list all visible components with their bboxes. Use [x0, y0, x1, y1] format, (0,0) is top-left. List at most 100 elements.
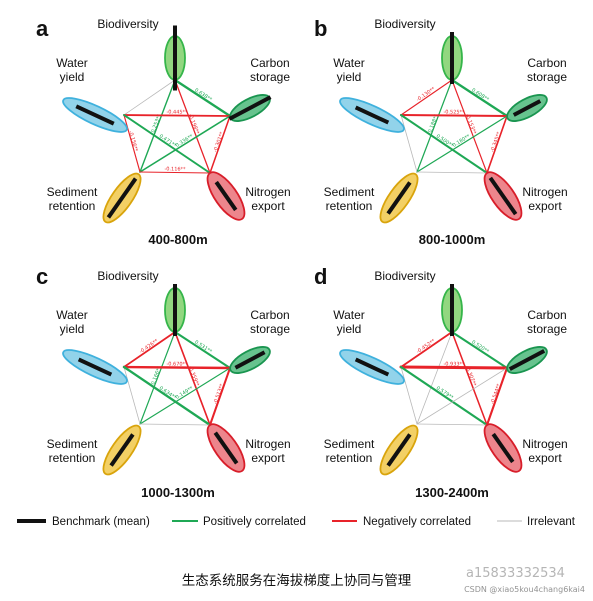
panel-a: a400-800m0.638**0.253**-0.198**-0.445**-… — [36, 16, 291, 247]
benchmark-bar — [213, 431, 239, 465]
legend: Benchmark (mean) Positively correlated N… — [17, 516, 576, 528]
figure-caption: 生态系统服务在海拔梯度上协同与管理 — [181, 573, 412, 589]
benchmark-bar — [354, 357, 390, 377]
edge-water-yield-to-carbon-storage-negative — [399, 365, 509, 370]
edge-coefficient-label: 0.180** — [452, 133, 472, 149]
edge-coefficient-label: -0.426** — [139, 338, 160, 355]
edge-carbon-storage-to-sediment-retention-positive — [139, 115, 231, 173]
benchmark-bar — [491, 432, 515, 464]
benchmark-bar — [228, 95, 272, 121]
node-biodiversity: Biodiversity — [374, 17, 463, 84]
benchmark-bar — [106, 177, 138, 219]
edge-coefficient-label: -0.130** — [416, 86, 437, 103]
edge-coefficient-label: 0.471** — [158, 133, 178, 149]
benchmark-bar — [508, 349, 546, 371]
node-biodiversity: Biodiversity — [374, 269, 463, 336]
edge-sediment-retention-to-nitrogen-export-irrelevant — [416, 171, 488, 174]
edge-biodiversity-to-carbon-storage-positive — [450, 330, 509, 370]
edge-coefficient-label: -0.670** — [166, 361, 188, 367]
legend-benchmark-label: Benchmark (mean) — [52, 516, 150, 528]
edge-biodiversity-to-sediment-retention-irrelevant — [416, 331, 453, 425]
edge-water-yield-to-sediment-retention-irrelevant — [400, 366, 418, 425]
panels-layer: a400-800m0.638**0.253**-0.198**-0.445**-… — [36, 16, 568, 500]
edge-biodiversity-to-nitrogen-export-negative — [451, 331, 488, 426]
benchmark-bar — [386, 433, 412, 467]
node-label: Biodiversity — [374, 269, 435, 283]
edge-sediment-retention-to-nitrogen-export-negative — [139, 171, 211, 174]
edge-coefficient-label: 0.336** — [175, 133, 195, 149]
edge-biodiversity-to-nitrogen-export-negative — [174, 79, 211, 174]
node-label: Biodiversity — [374, 17, 435, 31]
edge-biodiversity-to-water-yield-negative — [400, 331, 453, 368]
edge-coefficient-label: -0.345** — [490, 131, 503, 153]
edge-water-yield-to-sediment-retention-irrelevant — [400, 114, 418, 173]
legend-negative-label: Negatively correlated — [363, 516, 471, 528]
elevation-range-title: 400-800m — [148, 232, 207, 247]
edge-coefficient-label: 0.149** — [175, 385, 195, 401]
edge-sediment-retention-to-nitrogen-export-irrelevant — [416, 423, 488, 426]
benchmark-bar — [488, 176, 518, 216]
edge-water-yield-to-nitrogen-export-positive — [400, 114, 488, 174]
source-credit: CSDN @xiao5kou4chang6kai4 — [464, 585, 585, 594]
edge-carbon-storage-to-nitrogen-export-negative — [486, 115, 508, 174]
benchmark-bar — [234, 350, 266, 370]
edge-carbon-storage-to-sediment-retention-irrelevant — [416, 367, 508, 425]
edge-coefficient-label: -0.116** — [164, 166, 186, 172]
node-label: Biodiversity — [97, 17, 158, 31]
benchmark-bar — [109, 433, 135, 467]
edge-carbon-storage-to-nitrogen-export-negative — [208, 366, 232, 427]
edge-coefficient-label: -0.445** — [166, 109, 188, 115]
edge-biodiversity-to-nitrogen-export-negative — [451, 79, 488, 174]
panel-b: b800-1000m-0.130**0.608**0.188**-0.153**… — [314, 16, 568, 247]
legend-positive-label: Positively correlated — [203, 516, 306, 528]
edge-water-yield-to-sediment-retention-negative — [123, 114, 141, 173]
edge-biodiversity-to-nitrogen-export-negative — [174, 331, 211, 426]
edge-coefficient-label: 0.520** — [470, 339, 490, 355]
edge-coefficient-label: -0.156** — [127, 130, 139, 152]
edge-carbon-storage-to-nitrogen-export-negative — [209, 115, 231, 174]
legend-irrelevant-label: Irrelevant — [527, 516, 576, 528]
edge-coefficient-label: 0.608** — [470, 87, 490, 103]
edge-biodiversity-to-carbon-storage-positive — [173, 330, 232, 370]
edge-coefficient-label: -0.544** — [490, 383, 503, 405]
edge-biodiversity-to-sediment-retention-positive — [139, 331, 176, 425]
edge-biodiversity-to-carbon-storage-positive — [173, 78, 232, 118]
edge-water-yield-to-nitrogen-export-positive — [123, 114, 211, 174]
edge-water-yield-to-carbon-storage-negative — [399, 113, 509, 118]
edge-water-yield-to-sediment-retention-irrelevant — [123, 366, 141, 425]
edge-biodiversity-to-sediment-retention-positive — [416, 79, 453, 173]
elevation-range-title: 1300-2400m — [415, 485, 489, 500]
edge-biodiversity-to-water-yield-negative — [123, 331, 176, 368]
edge-water-yield-to-nitrogen-export-positive — [122, 365, 212, 427]
edge-water-yield-to-carbon-storage-negative — [122, 365, 232, 370]
edge-coefficient-label: -0.933** — [443, 361, 465, 367]
edges: 0.638**0.253**-0.198**-0.445**-0.156**0.… — [123, 78, 232, 174]
edge-biodiversity-to-water-yield-negative — [400, 79, 453, 116]
edge-biodiversity-to-sediment-retention-positive — [139, 79, 176, 173]
